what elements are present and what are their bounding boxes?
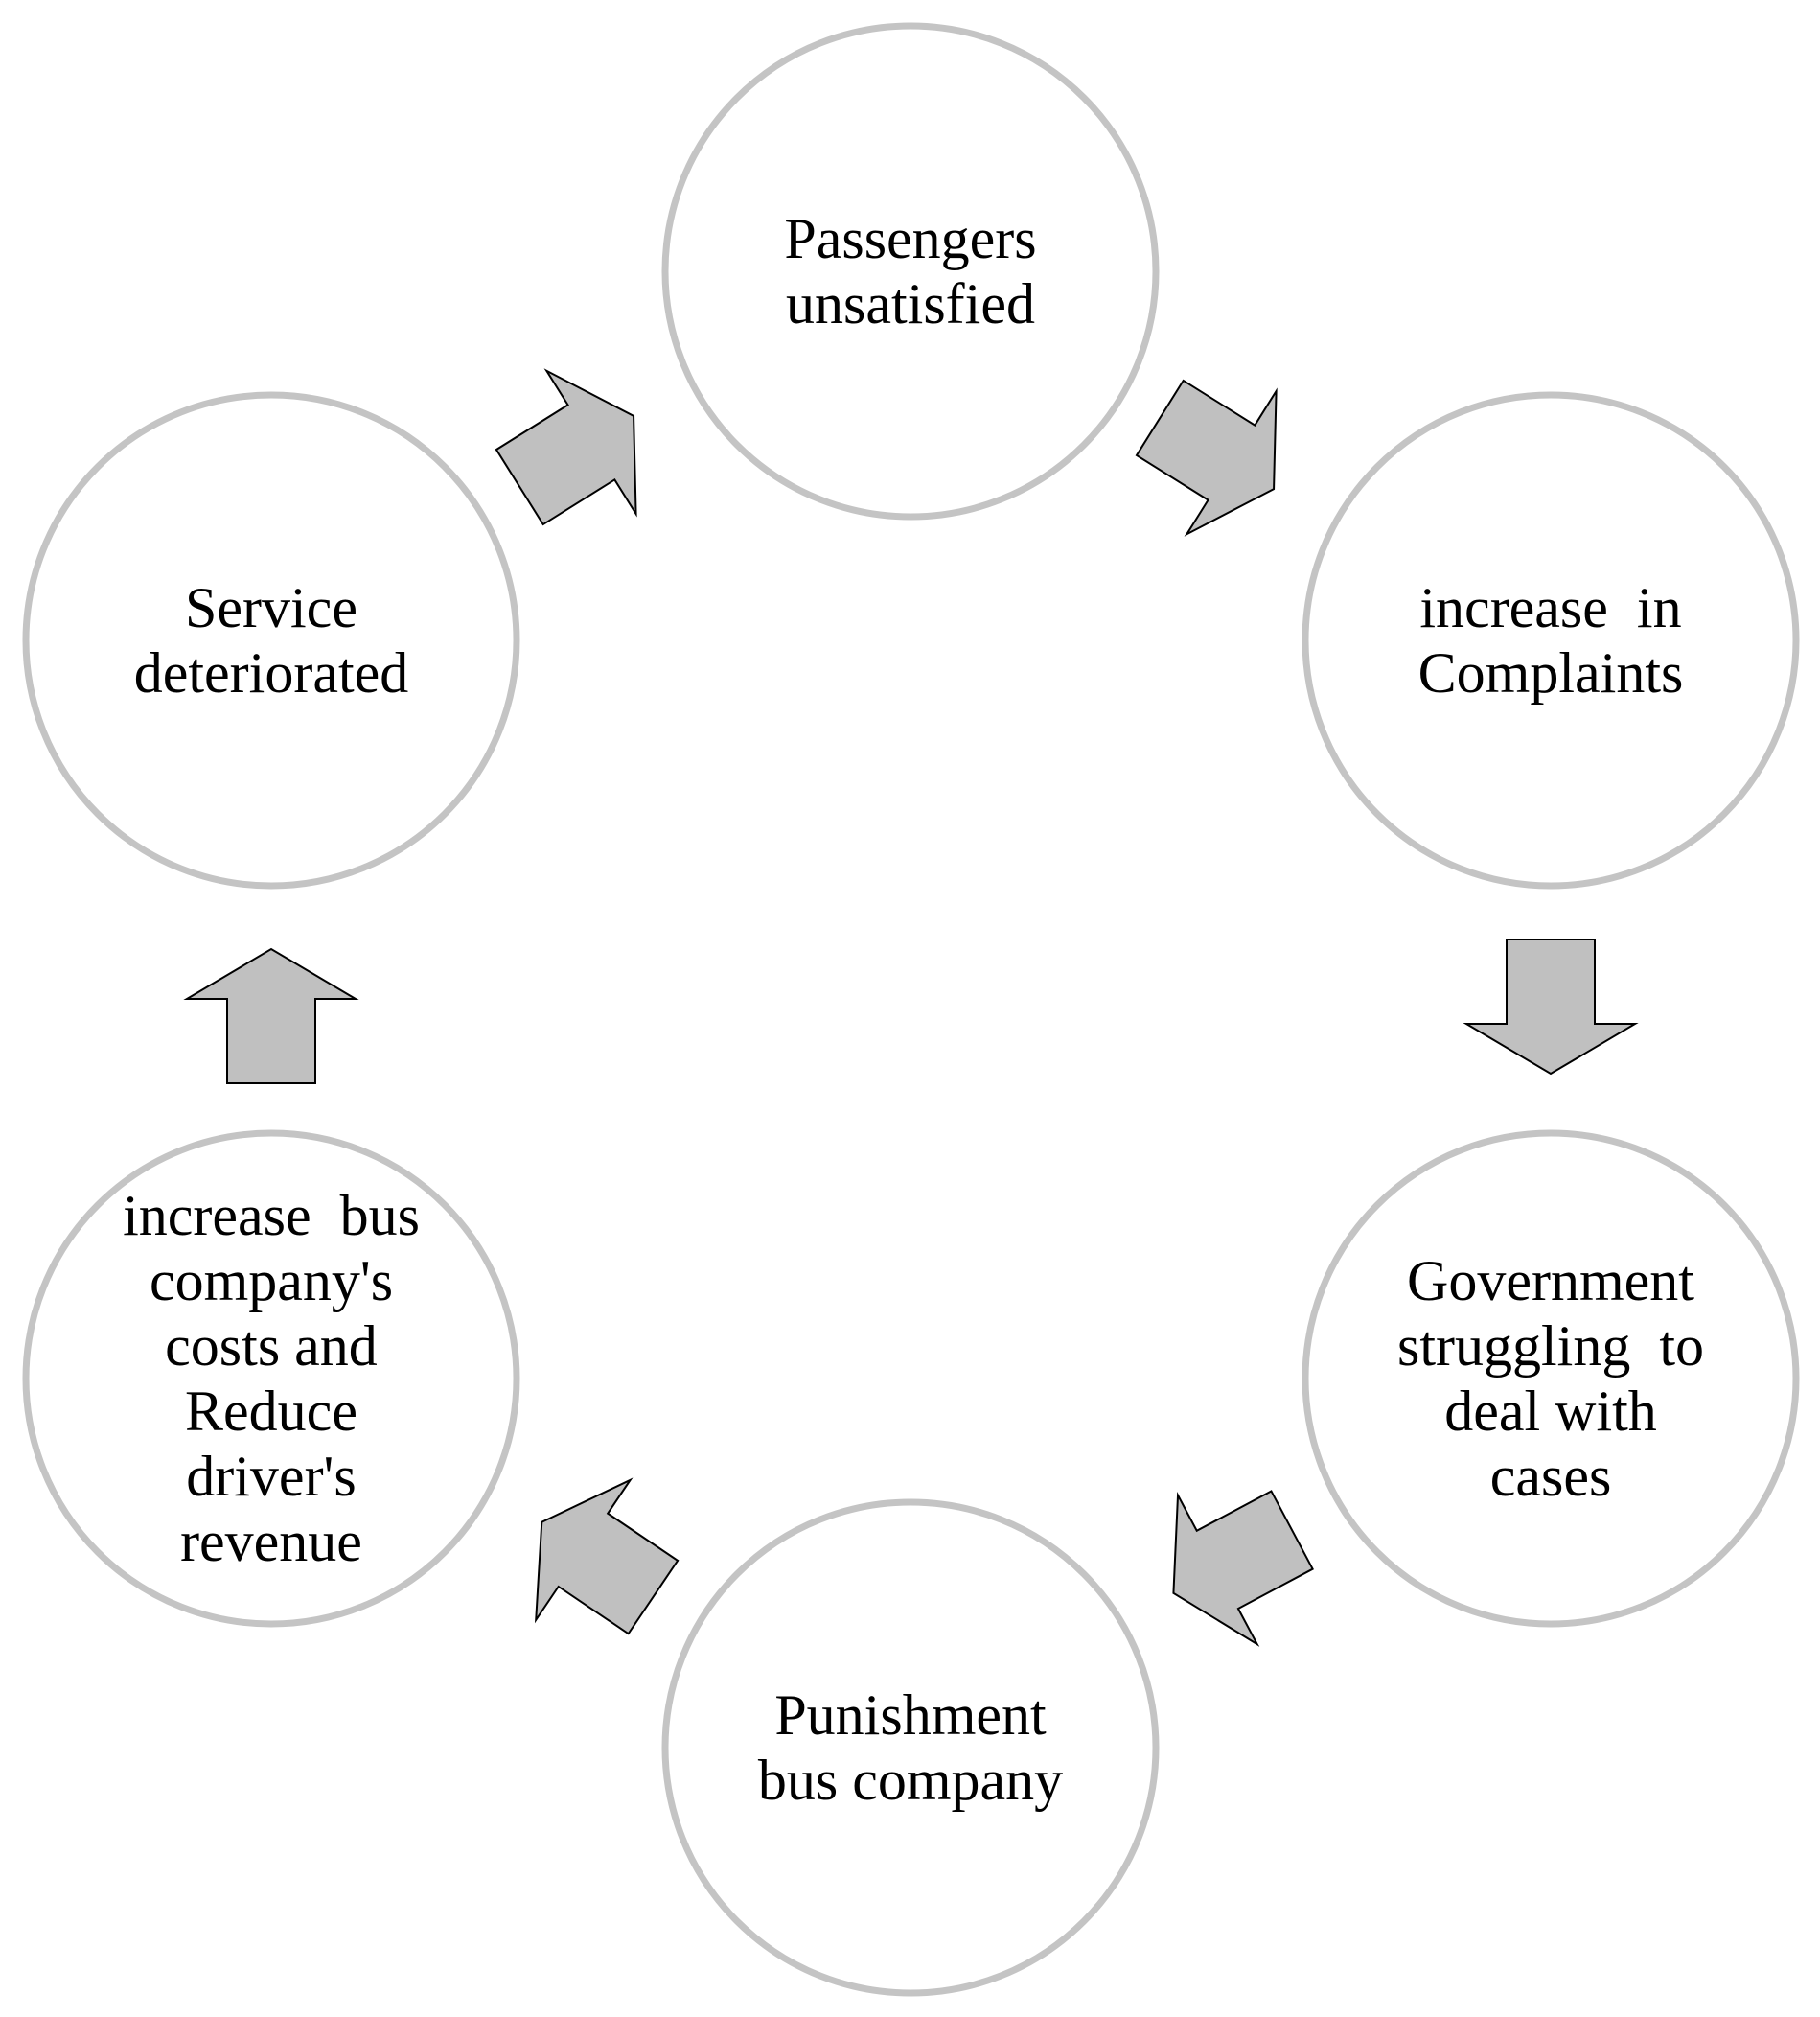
node-label-line: increase bus <box>123 1184 420 1247</box>
arrow-icon-service-deteriorated-to-passengers-unsatisfied <box>495 368 637 526</box>
arrow-icon-punishment-bus-company-to-increase-costs-reduce-revenue <box>534 1477 680 1635</box>
node-circle-punishment-bus-company <box>661 1498 1160 1997</box>
node-label-line: bus company <box>758 1749 1063 1812</box>
node-label-line: Punishment <box>774 1683 1047 1747</box>
node-label-line: unsatisfied <box>786 272 1035 336</box>
node-circle-increase-in-complaints <box>1302 391 1800 890</box>
node-label-line: cases <box>1490 1445 1612 1508</box>
node-label-line: Complaints <box>1418 641 1684 705</box>
arrows-layer <box>183 368 1639 1647</box>
node-label-line: revenue <box>180 1510 362 1573</box>
arrow-icon-government-struggling-to-punishment-bus-company <box>1172 1490 1314 1647</box>
node-circle-service-deteriorated <box>22 391 520 890</box>
node-circle-government-struggling <box>1302 1129 1800 1628</box>
node-label-line: costs and <box>165 1314 378 1378</box>
node-label-line: struggling to <box>1397 1314 1704 1378</box>
node-label-line: Passengers <box>784 207 1036 270</box>
node-label-line: driver's <box>186 1445 356 1508</box>
node-label-line: Government <box>1407 1249 1694 1312</box>
node-circle-passengers-unsatisfied <box>661 22 1160 521</box>
node-label-line: deteriorated <box>134 641 409 705</box>
node-circle-increase-costs-reduce-revenue <box>22 1129 520 1628</box>
node-label-line: Service <box>185 576 357 639</box>
node-label-line: company's <box>150 1249 393 1312</box>
arrow-icon-increase-costs-reduce-revenue-to-service-deteriorated <box>183 947 359 1084</box>
node-label-line: deal with <box>1444 1379 1657 1443</box>
node-label-line: increase in <box>1419 576 1681 639</box>
arrow-icon-increase-in-complaints-to-government-struggling <box>1463 939 1639 1076</box>
node-label-line: Reduce <box>185 1379 357 1443</box>
arrow-icon-passengers-unsatisfied-to-increase-in-complaints <box>1135 379 1278 537</box>
